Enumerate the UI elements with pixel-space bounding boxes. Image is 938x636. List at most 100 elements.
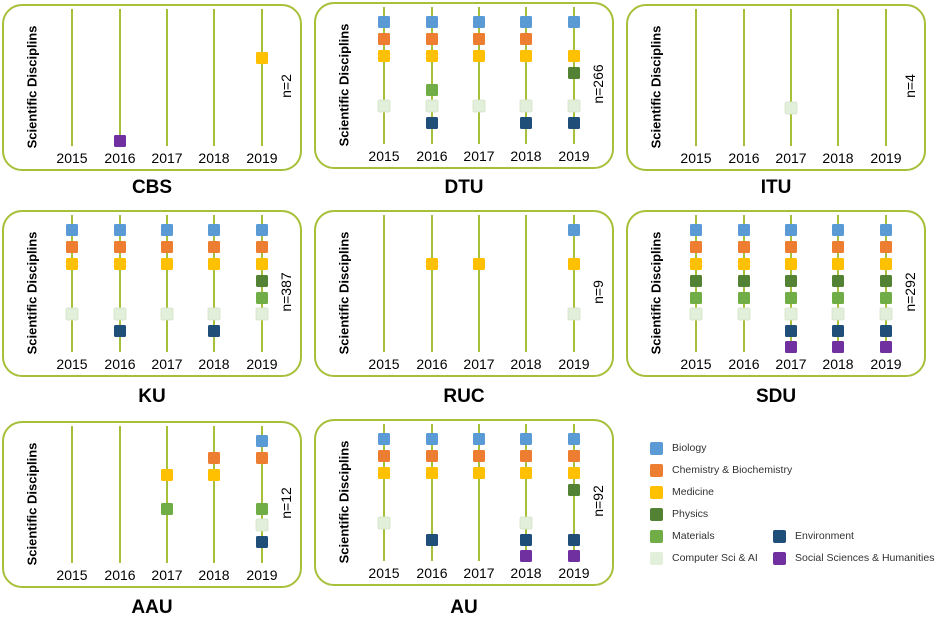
marker-mat-2015: [690, 292, 702, 304]
marker-mat-2016: [738, 292, 750, 304]
marker-soc-2019: [568, 550, 580, 562]
legend-label: Biology: [672, 442, 707, 454]
x-tick-label: 2019: [246, 567, 277, 583]
x-tick-label: 2017: [151, 356, 182, 372]
marker-chem-2019: [880, 241, 892, 253]
marker-chem-2017: [785, 241, 797, 253]
legend-label: Medicine: [672, 486, 715, 498]
university-title: SDU: [755, 386, 797, 407]
marker-cs-2018: [831, 307, 845, 321]
marker-bio-2015: [66, 224, 78, 236]
marker-bio-2016: [426, 16, 438, 28]
marker-med-2019: [568, 467, 580, 479]
count-label: n=12: [278, 487, 294, 519]
legend-label: Materials: [672, 530, 715, 542]
marker-cs-2019: [879, 307, 893, 321]
marker-med-2019: [568, 258, 580, 270]
legend-label: Environment: [795, 530, 854, 542]
count-label: n=9: [590, 280, 606, 304]
marker-bio-2018: [208, 224, 220, 236]
marker-mat-2019: [256, 292, 268, 304]
marker-chem-2015: [690, 241, 702, 253]
marker-med-2018: [832, 258, 844, 270]
marker-bio-2017: [785, 224, 797, 236]
marker-bio-2018: [832, 224, 844, 236]
legend-swatch: [650, 486, 663, 499]
legend-swatch: [650, 530, 663, 543]
count-label: n=92: [590, 485, 606, 517]
x-tick-label: 2016: [416, 356, 447, 372]
university-title: KU: [138, 386, 166, 407]
x-tick-label: 2016: [728, 356, 759, 372]
marker-env-2018: [832, 325, 844, 337]
marker-med-2016: [114, 258, 126, 270]
x-tick-label: 2015: [368, 356, 399, 372]
marker-bio-2015: [378, 16, 390, 28]
marker-cs-2018: [519, 516, 533, 530]
x-tick-label: 2017: [463, 356, 494, 372]
marker-med-2015: [378, 50, 390, 62]
legend-label: Physics: [672, 508, 709, 520]
marker-cs-2015: [377, 516, 391, 530]
marker-med-2015: [690, 258, 702, 270]
university-title: AAU: [131, 597, 173, 618]
x-tick-label: 2018: [510, 565, 541, 581]
marker-phys-2018: [832, 275, 844, 287]
x-tick-label: 2016: [416, 148, 447, 164]
marker-mat-2017: [785, 292, 797, 304]
x-tick-label: 2019: [870, 356, 901, 372]
x-tick-label: 2017: [463, 148, 494, 164]
marker-phys-2019: [568, 484, 580, 496]
marker-chem-2017: [161, 241, 173, 253]
university-title: RUC: [443, 386, 485, 407]
legend-swatch: [650, 442, 663, 455]
marker-chem-2016: [738, 241, 750, 253]
marker-cs-2016: [113, 307, 127, 321]
marker-med-2016: [426, 467, 438, 479]
x-tick-label: 2018: [198, 356, 229, 372]
marker-cs-2019: [255, 307, 269, 321]
marker-chem-2018: [832, 241, 844, 253]
x-tick-label: 2018: [822, 356, 853, 372]
x-tick-label: 2017: [463, 565, 494, 581]
marker-cs-2018: [519, 99, 533, 113]
marker-med-2019: [256, 52, 268, 64]
marker-cs-2018: [207, 307, 221, 321]
marker-env-2016: [426, 117, 438, 129]
x-tick-label: 2015: [680, 150, 711, 166]
marker-med-2016: [426, 50, 438, 62]
marker-med-2018: [520, 50, 532, 62]
marker-phys-2019: [256, 275, 268, 287]
marker-cs-2019: [567, 99, 581, 113]
marker-bio-2017: [161, 224, 173, 236]
x-tick-label: 2018: [510, 148, 541, 164]
count-label: n=266: [590, 64, 606, 104]
marker-med-2017: [161, 469, 173, 481]
marker-chem-2019: [568, 450, 580, 462]
marker-chem-2017: [473, 33, 485, 45]
x-tick-label: 2019: [246, 150, 277, 166]
marker-med-2016: [738, 258, 750, 270]
marker-med-2018: [208, 469, 220, 481]
marker-env-2019: [880, 325, 892, 337]
marker-chem-2018: [208, 241, 220, 253]
marker-env-2019: [568, 117, 580, 129]
marker-chem-2015: [66, 241, 78, 253]
marker-phys-2016: [738, 275, 750, 287]
marker-env-2017: [785, 325, 797, 337]
marker-bio-2019: [256, 224, 268, 236]
x-tick-label: 2015: [368, 148, 399, 164]
x-tick-label: 2017: [151, 150, 182, 166]
marker-med-2016: [426, 258, 438, 270]
marker-chem-2015: [378, 450, 390, 462]
marker-env-2016: [426, 534, 438, 546]
marker-mat-2019: [880, 292, 892, 304]
marker-cs-2015: [377, 99, 391, 113]
